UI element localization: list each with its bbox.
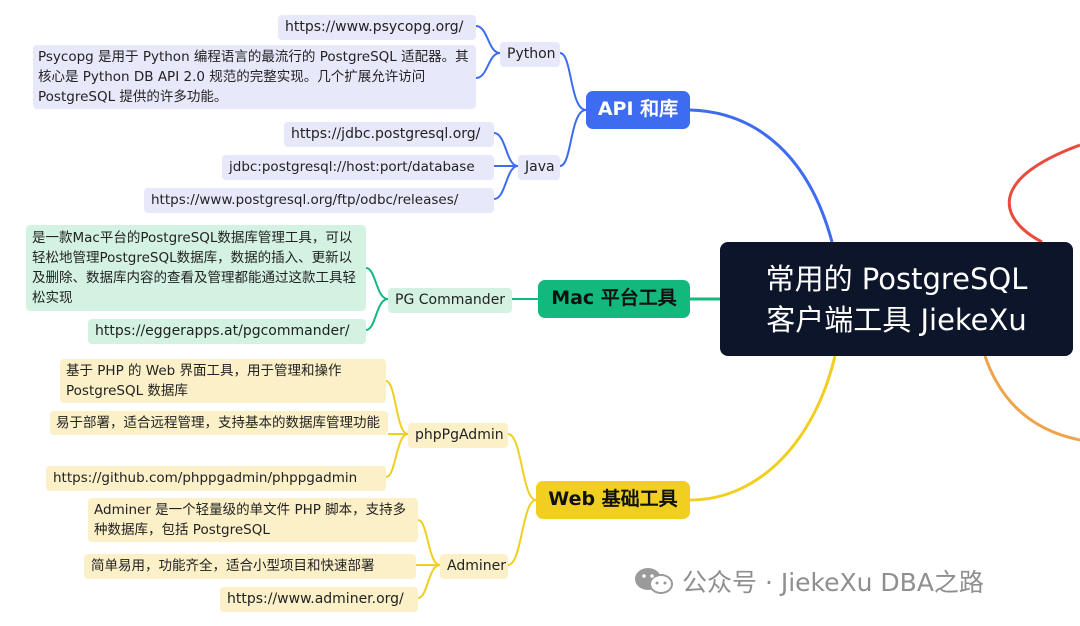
pgcommander-url[interactable]: https://eggerapps.at/pgcommander/ <box>88 319 366 344</box>
edge-pgcommander-url <box>365 298 389 331</box>
edge-api-java <box>559 109 587 167</box>
watermark: 公众号 · JiekeXu DBA之路 <box>632 563 984 603</box>
java-item-1[interactable]: https://jdbc.postgresql.org/ <box>284 122 494 147</box>
edge-python-desc <box>475 52 501 79</box>
adminer-node[interactable]: Adminer <box>440 554 508 579</box>
edge-phppgadmin-1 <box>385 380 409 435</box>
python-node[interactable]: Python <box>500 42 560 67</box>
edge-pgcommander-desc <box>365 267 389 300</box>
java-item-3[interactable]: https://www.postgresql.org/ftp/odbc/rele… <box>144 188 494 213</box>
root-line-2: 客户端工具 JiekeXu <box>766 303 1027 337</box>
adminer-item-3[interactable]: https://www.adminer.org/ <box>220 587 418 612</box>
edge-adminer-1 <box>417 519 441 566</box>
edge-java-1 <box>493 132 519 167</box>
pgcommander-desc: 是一款Mac平台的PostgreSQL数据库管理工具，可以轻松地管理Postgr… <box>26 225 366 311</box>
edge-adminer-3 <box>417 564 441 599</box>
branch-mac[interactable]: Mac 平台工具 <box>538 280 690 318</box>
edge-phppgadmin-3 <box>385 433 409 478</box>
python-url[interactable]: https://www.psycopg.org/ <box>278 15 476 40</box>
edge-root-api <box>689 108 834 243</box>
phppgadmin-node[interactable]: phpPgAdmin <box>408 423 508 448</box>
java-item-2[interactable]: jdbc:postgresql://host:port/database <box>222 155 494 180</box>
root-line-1: 常用的 PostgreSQL <box>765 262 1028 296</box>
edge-api-python <box>559 52 587 111</box>
phppgadmin-item-2: 易于部署，适合远程管理，支持基本的数据库管理功能 <box>50 411 388 435</box>
java-node[interactable]: Java <box>518 155 560 180</box>
branch-api[interactable]: API 和库 <box>586 91 690 129</box>
python-desc: Psycopg 是用于 Python 编程语言的最流行的 PostgreSQL … <box>33 45 476 109</box>
adminer-item-2: 简单易用，功能齐全，适合小型项目和快速部署 <box>84 554 416 579</box>
edge-web-adminer <box>507 499 537 566</box>
edge-root-top-right <box>1007 143 1080 244</box>
branch-web[interactable]: Web 基础工具 <box>536 481 690 519</box>
pgcommander-node[interactable]: PG Commander <box>388 288 512 313</box>
phppgadmin-item-1: 基于 PHP 的 Web 界面工具，用于管理和操作 PostgreSQL 数据库 <box>60 359 386 403</box>
edge-root-bottom-right <box>983 355 1080 442</box>
adminer-item-1: Adminer 是一个轻量级的单文件 PHP 脚本，支持多种数据库，包括 Pos… <box>88 498 418 542</box>
phppgadmin-item-3[interactable]: https://github.com/phppgadmin/phppgadmin <box>46 466 386 491</box>
edge-root-web <box>689 355 837 502</box>
edge-java-3 <box>493 165 519 200</box>
edge-python-url <box>475 25 501 54</box>
wechat-icon <box>635 568 673 594</box>
root-node[interactable]: 常用的 PostgreSQL 客户端工具 JiekeXu <box>720 242 1073 356</box>
edge-web-phppgadmin <box>507 433 537 501</box>
watermark-text: 公众号 · JiekeXu DBA之路 <box>682 568 984 597</box>
